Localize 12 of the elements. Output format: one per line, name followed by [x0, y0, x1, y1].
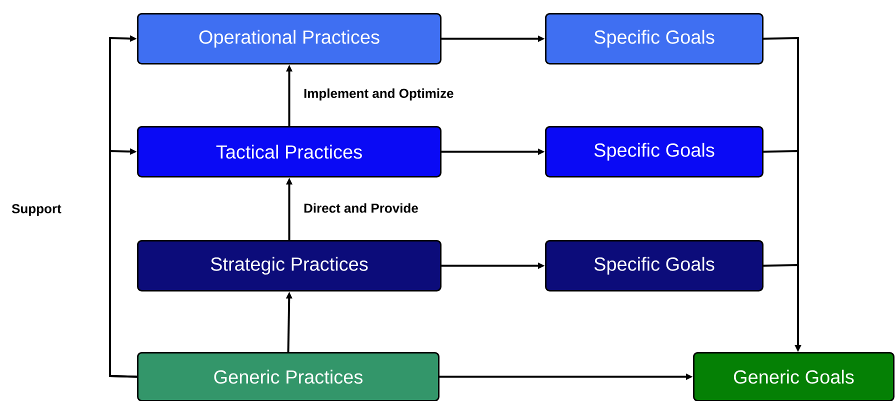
- process-box: Operational Practices: [137, 13, 442, 64]
- process-box: Generic Practices: [137, 352, 440, 401]
- process-box: Specific Goals: [545, 240, 764, 292]
- edge-label: Direct and Provide: [304, 203, 418, 213]
- process-box: Strategic Practices: [137, 240, 442, 292]
- process-box: Generic Goals: [693, 352, 894, 401]
- edge-label: Implement and Optimize: [304, 88, 454, 101]
- process-box: Specific Goals: [545, 13, 764, 64]
- arrow: [109, 148, 138, 378]
- process-box: Tactical Practices: [137, 126, 442, 178]
- process-box: Specific Goals: [545, 126, 764, 178]
- side-label: Support: [12, 204, 62, 216]
